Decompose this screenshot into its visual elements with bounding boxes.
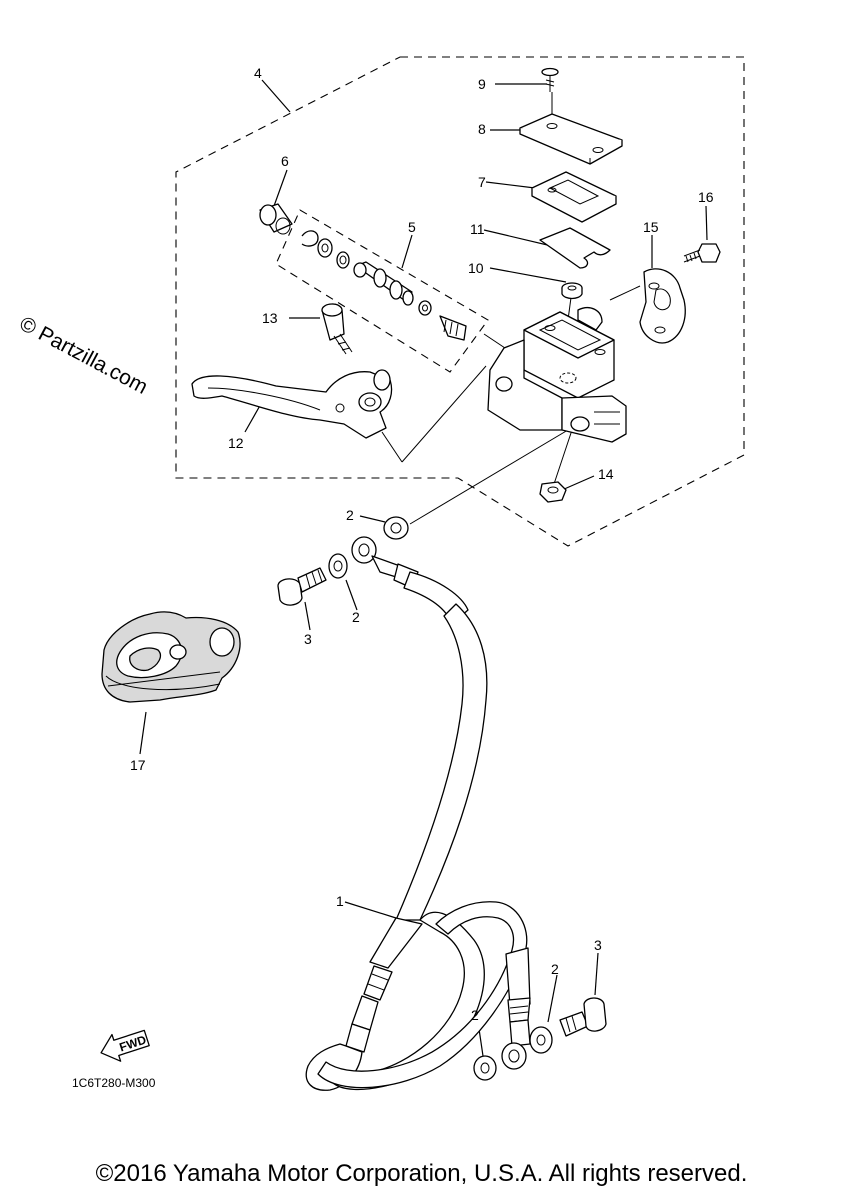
brake-hose-1: [305, 536, 531, 1091]
kit-boundary: [275, 209, 489, 373]
callout-2c: 2: [551, 961, 559, 977]
copper-washer-2b: [328, 553, 348, 579]
callout-14: 14: [598, 466, 614, 482]
callout-3b: 3: [594, 937, 602, 953]
union-bolt-3b: [559, 997, 607, 1037]
callout-2a: 2: [346, 507, 354, 523]
diaphragm-11: [539, 227, 611, 269]
callout-2b: 2: [352, 609, 360, 625]
callout-8: 8: [478, 121, 486, 137]
copper-washer-2c: [529, 1026, 553, 1054]
piston-kit-5: [301, 230, 467, 341]
alignment-lines: [381, 92, 641, 525]
callout-10: 10: [468, 260, 484, 276]
callout-16: 16: [698, 189, 714, 205]
master-cylinder-body: [487, 307, 627, 443]
diagram-code: 1C6T280-M300: [72, 1076, 156, 1090]
callout-7: 7: [478, 174, 486, 190]
lever-cover-17: [101, 611, 241, 703]
leader-lines: [139, 79, 708, 1057]
clamp-holder-15: [639, 268, 686, 344]
callout-5: 5: [408, 219, 416, 235]
callout-3a: 3: [304, 631, 312, 647]
callout-15: 15: [643, 219, 659, 235]
copper-washer-2d: [473, 1055, 497, 1081]
callout-12: 12: [228, 435, 244, 451]
fwd-arrow-icon: FWD: [100, 1029, 150, 1062]
callout-11: 11: [470, 221, 485, 237]
diaphragm-plate-7: [531, 171, 617, 223]
nut-14: [539, 481, 567, 503]
callout-labels: 1 2 2 2 2 3 3 4 5 6 7 8 9 10 11 12 13 14…: [130, 65, 714, 1023]
brake-lever-12: [191, 369, 393, 439]
reservoir-cap-8: [519, 113, 623, 165]
screw-9: [541, 67, 559, 92]
copper-washer-2a: [383, 516, 409, 540]
assembly-boundary: [175, 56, 745, 547]
callout-4: 4: [254, 65, 262, 81]
callout-2d: 2: [471, 1007, 479, 1023]
callout-17: 17: [130, 757, 146, 773]
union-bolt-3a: [277, 567, 327, 606]
float-10: [561, 282, 583, 300]
callout-6: 6: [281, 153, 289, 169]
callout-1: 1: [336, 893, 344, 909]
callout-9: 9: [478, 76, 486, 92]
watermark-text: © Partzilla.com: [16, 312, 152, 399]
callout-13: 13: [262, 310, 278, 326]
pivot-bolt-13: [321, 303, 353, 355]
copyright-notice: ©2016 Yamaha Motor Corporation, U.S.A. A…: [95, 1160, 748, 1187]
bushing-6: [259, 203, 293, 235]
bolt-16: [683, 243, 721, 263]
